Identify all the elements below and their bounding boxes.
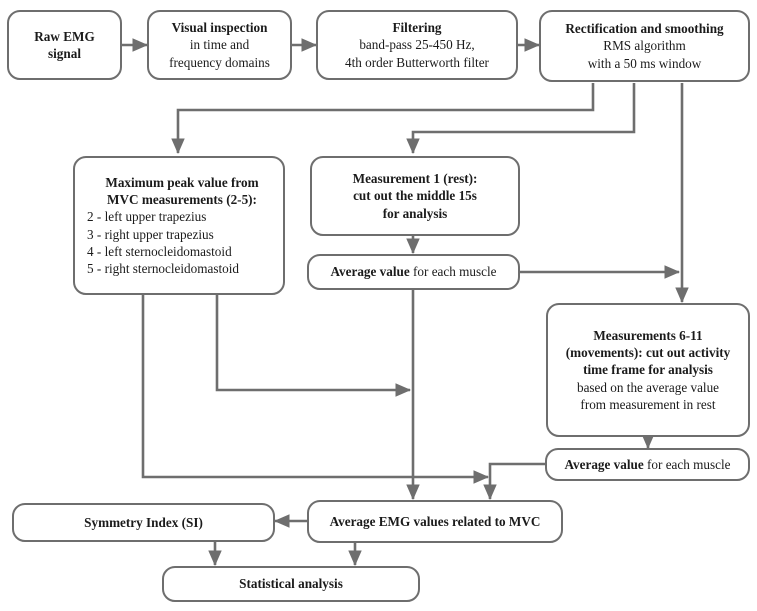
statistical-analysis-label: Statistical analysis: [239, 576, 343, 592]
visual-inspection-line1: Visual inspection: [171, 20, 268, 36]
rectification-line2: RMS algorithm: [603, 38, 686, 54]
node-measurements-6-11[interactable]: Measurements 6-11 (movements): cut out a…: [546, 303, 750, 437]
measurements611-line3: time frame for analysis: [583, 362, 713, 378]
average-movement-text: for each muscle: [643, 456, 731, 472]
measurements611-line2: (movements): cut out activity: [565, 345, 731, 361]
edge-rect-to-mvc: [171, 83, 595, 155]
node-average-emg-values-mvc[interactable]: Average EMG values related to MVC: [307, 500, 563, 543]
visual-inspection-line3: frequency domains: [169, 54, 270, 70]
rectification-line1: Rectification and smoothing: [565, 21, 724, 37]
node-raw-emg-signal[interactable]: Raw EMG signal: [7, 10, 122, 80]
raw-emg-line1: Raw EMG: [34, 28, 95, 44]
measurement1-line3: for analysis: [382, 205, 448, 221]
edge-mvc-to-average-emg: [141, 295, 490, 484]
node-filtering[interactable]: Filtering band-pass 25-450 Hz, 4th order…: [316, 10, 518, 80]
measurement1-line1: Measurement 1 (rest):: [352, 171, 478, 187]
average-emg-mvc-label: Average EMG values related to MVC: [329, 513, 541, 529]
filtering-line2: band-pass 25-450 Hz,: [359, 37, 475, 53]
node-rectification-smoothing[interactable]: Rectification and smoothing RMS algorith…: [539, 10, 750, 82]
mvc-item-3: 5 - right sternocleidomastoid: [87, 260, 239, 276]
mvc-item-1: 3 - right upper trapezius: [87, 226, 214, 242]
measurements611-line4: based on the average value: [576, 379, 720, 395]
filtering-line3: 4th order Butterworth filter: [345, 54, 489, 70]
average-rest-bold: Average value: [330, 264, 410, 280]
node-mvc-maximum-peak[interactable]: Maximum peak value from MVC measurements…: [73, 156, 285, 295]
measurements611-line1: Measurements 6-11: [593, 328, 703, 344]
rectification-line3: with a 50 ms window: [587, 55, 702, 71]
mvc-line1: Maximum peak value from: [105, 175, 259, 191]
raw-emg-line2: signal: [48, 46, 81, 61]
mvc-line2: MVC measurements (2-5):: [107, 192, 257, 208]
node-average-value-rest[interactable]: Average value for each muscle: [307, 254, 520, 290]
average-movement-bold: Average value: [564, 456, 644, 472]
node-visual-inspection[interactable]: Visual inspection in time and frequency …: [147, 10, 292, 80]
node-symmetry-index[interactable]: Symmetry Index (SI): [12, 503, 275, 542]
measurement1-line2: cut out the middle 15s: [353, 188, 477, 204]
mvc-item-2: 4 - left sternocleidomastoid: [87, 243, 232, 259]
edge-mvc-to-average-trunk: [215, 295, 412, 397]
node-average-value-movement[interactable]: Average value for each muscle: [545, 448, 750, 481]
node-statistical-analysis[interactable]: Statistical analysis: [162, 566, 420, 602]
edge-rect-to-measurement1: [406, 83, 636, 155]
node-measurement-1-rest[interactable]: Measurement 1 (rest): cut out the middle…: [310, 156, 520, 236]
symmetry-index-label: Symmetry Index (SI): [84, 514, 203, 530]
measurements611-line5: from measurement in rest: [580, 396, 716, 412]
edge-average-movement-to-average-emg: [483, 462, 545, 501]
average-rest-text: for each muscle: [409, 264, 497, 280]
filtering-line1: Filtering: [392, 20, 442, 36]
mvc-item-0: 2 - left upper trapezius: [87, 209, 207, 225]
visual-inspection-line2: in time and: [189, 37, 250, 53]
